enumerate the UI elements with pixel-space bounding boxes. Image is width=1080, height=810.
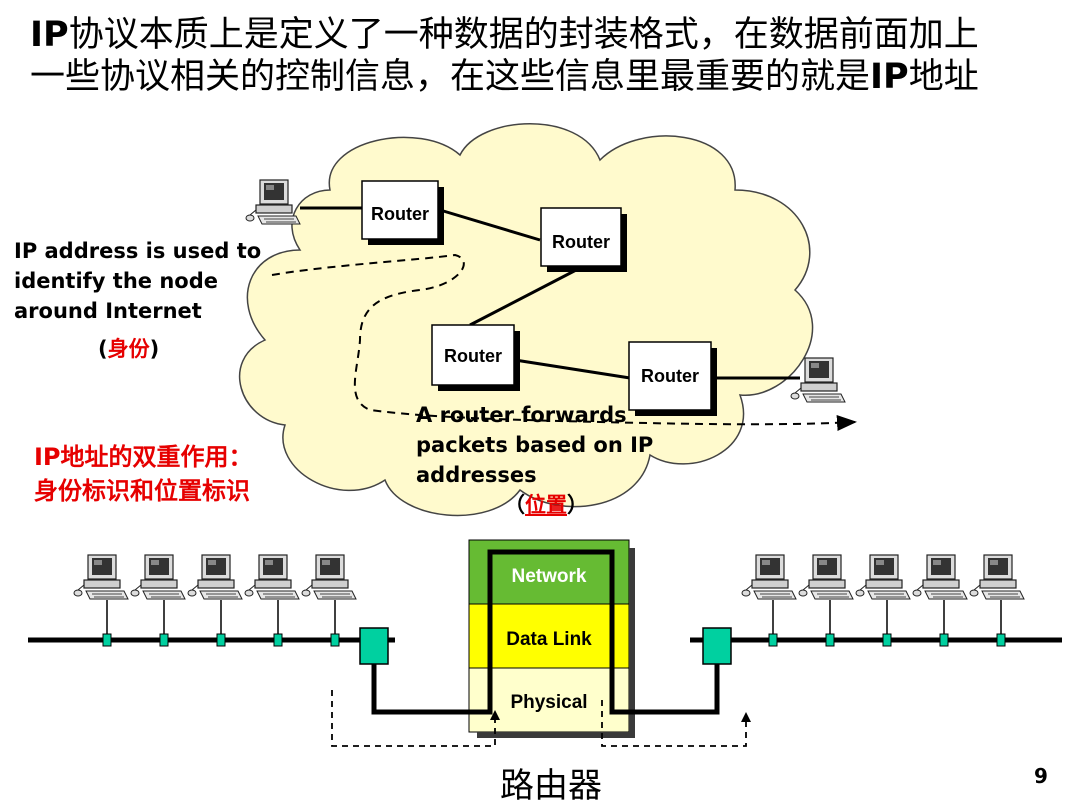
right-hosts [741,554,1025,647]
router-1-label: Router [371,204,429,224]
desktop-computer-icon [130,554,186,600]
layer-datalink: Data Link [506,629,592,650]
dual-role-note: IP地址的双重作用： 身份标识和位置标识 [34,440,253,508]
desktop-computer-icon [73,554,129,600]
title-ip-1: IP [30,15,69,55]
desktop-computer-icon [855,554,911,600]
ip-identity-line-2: identify the node [14,269,218,293]
left-transceiver [359,627,389,665]
title-text-2: 一些协议相关的控制信息，在这些信息里最重要的就是 [30,57,871,97]
page-number: 9 [1034,764,1048,788]
router-3: Router [431,324,520,391]
router-forward-note: A router forwards packets based on IP ad… [416,400,654,517]
dashed-path-left [331,690,496,747]
desktop-computer-icon [245,179,301,225]
desktop-computer-icon [798,554,854,600]
desktop-computer-icon [187,554,243,600]
dashed-path-right [601,700,747,747]
router-1: Router [361,180,444,245]
desktop-computer-icon [244,554,300,600]
layer-physical: Physical [510,692,587,713]
title-text-3: 地址 [908,57,979,97]
title-line-1: IP协议本质上是定义了一种数据的封装格式，在数据前面加上 [30,14,1060,56]
dual-role-line-1: IP地址的双重作用： [34,443,253,471]
title-text-1: 协议本质上是定义了一种数据的封装格式，在数据前面加上 [68,15,979,55]
forward-line-3: addresses [416,463,537,487]
router-2-label: Router [552,232,610,252]
right-transceiver [702,627,732,665]
desktop-computer-icon [912,554,968,600]
router-links [300,206,800,380]
desktop-computer-icon [969,554,1025,600]
router-4-label: Router [641,366,699,386]
desktop-computer-icon [301,554,357,600]
forward-line-1: A router forwards [416,403,627,427]
route-path [271,253,857,431]
ip-identity-note: IP address is used to identify the node … [14,236,262,361]
position-label: （位置） [504,493,588,517]
layer-network: Network [512,566,587,587]
slide-title: IP协议本质上是定义了一种数据的封装格式，在数据前面加上 一些协议相关的控制信息… [30,14,1060,98]
title-ip-2: IP [870,57,909,97]
ip-identity-line-3: around Internet [14,299,202,323]
router-4: Router [628,341,717,416]
title-line-2: 一些协议相关的控制信息，在这些信息里最重要的就是IP地址 [30,56,1060,98]
router-2: Router [540,207,627,272]
left-hosts [73,554,357,647]
forward-line-2: packets based on IP [416,433,654,457]
router-3-label: Router [444,346,502,366]
packet-path [371,549,720,715]
router-caption: 路由器 [500,766,602,806]
identity-label: (身份) [98,337,160,361]
ip-identity-line-1: IP address is used to [14,239,262,263]
dual-role-line-2: 身份标识和位置标识 [34,477,250,505]
desktop-computer-icon [741,554,797,600]
